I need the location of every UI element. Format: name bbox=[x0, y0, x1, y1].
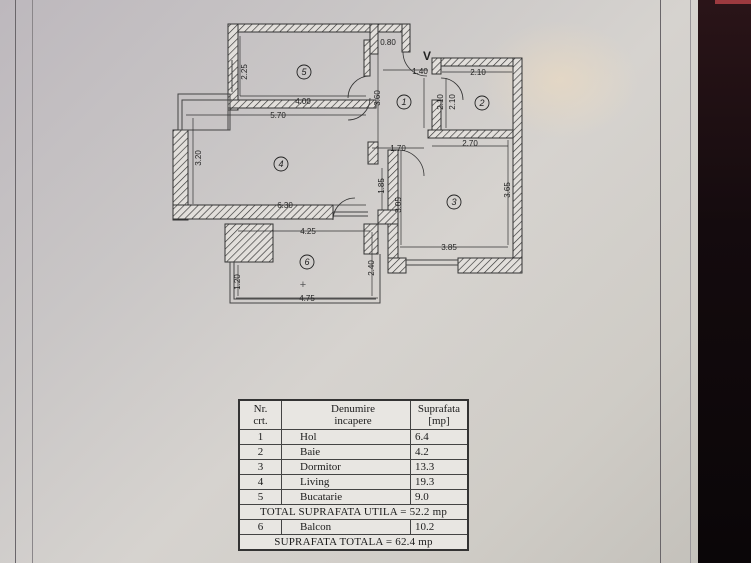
light-glare bbox=[480, 20, 640, 140]
dim-1-70: 1.70 bbox=[390, 144, 406, 153]
row-name: Baie bbox=[281, 444, 411, 460]
dim-4-00: 4.00 bbox=[295, 97, 311, 106]
room-4-label: 4 bbox=[278, 159, 283, 169]
row-nr: 3 bbox=[238, 459, 282, 475]
table-row: 5 Bucatarie 9.0 bbox=[238, 489, 469, 505]
row-area: 19.3 bbox=[410, 474, 469, 490]
row-name: Dormitor bbox=[281, 459, 411, 475]
dim-3-65: 3.65 bbox=[503, 182, 512, 198]
dim-1-85: 1.85 bbox=[377, 178, 386, 194]
row-name: Bucatarie bbox=[281, 489, 411, 505]
total-area: SUPRAFATA TOTALA = 62.4 mp bbox=[238, 534, 469, 551]
page-edge-line-right bbox=[660, 0, 661, 563]
room-2-label: 2 bbox=[478, 98, 484, 108]
dim-3-85: 3.85 bbox=[441, 243, 457, 252]
row-name: Hol bbox=[281, 429, 411, 445]
dim-2-70: 2.70 bbox=[462, 139, 478, 148]
table-row: 4 Living 19.3 bbox=[238, 474, 469, 490]
dim-4-25: 4.25 bbox=[300, 227, 316, 236]
dim-2-10-top: 2.10 bbox=[470, 68, 486, 77]
dim-2-10-left: 2.10 bbox=[436, 94, 445, 110]
total-row: SUPRAFATA TOTALA = 62.4 mp bbox=[238, 534, 469, 551]
row-name: Balcon bbox=[281, 519, 411, 535]
dim-5-70: 5.70 bbox=[270, 111, 286, 120]
dim-3-60: 3.60 bbox=[373, 90, 382, 106]
dim-1-40: 1.40 bbox=[412, 67, 428, 76]
dim-3-20: 3.20 bbox=[194, 150, 203, 166]
table-row: 6 Balcon 10.2 bbox=[238, 519, 469, 535]
dim-2-25: 2.25 bbox=[240, 64, 249, 80]
monitor-bezel bbox=[698, 0, 751, 563]
entrance-arrow-icon: V bbox=[423, 49, 431, 63]
crosshair-icon: + bbox=[300, 279, 306, 291]
room-1-label: 1 bbox=[401, 97, 406, 107]
walls bbox=[172, 23, 523, 274]
header-nr: Nr.crt. bbox=[238, 399, 282, 430]
row-area: 6.4 bbox=[410, 429, 469, 445]
dim-6-30: 6.30 bbox=[277, 201, 293, 210]
total-utila-row: TOTAL SUPRAFATA UTILA = 52.2 mp bbox=[238, 504, 469, 520]
page-edge-line-left bbox=[15, 0, 16, 563]
dim-2-10-right: 2.10 bbox=[448, 94, 457, 110]
row-nr: 4 bbox=[238, 474, 282, 490]
room-5-label: 5 bbox=[301, 67, 307, 77]
header-area: Suprafata[mp] bbox=[410, 399, 469, 430]
floor-plan: 5 1 2 3 4 6 V + 0.80 1.40 2.10 4.00 5.70… bbox=[172, 23, 523, 304]
page-edge-line-left-inner bbox=[32, 0, 33, 563]
dim-3-05: 3.05 bbox=[394, 197, 403, 213]
row-area: 9.0 bbox=[410, 489, 469, 505]
row-nr: 6 bbox=[238, 519, 282, 535]
page-edge-line-right-outer bbox=[690, 0, 691, 563]
row-name: Living bbox=[281, 474, 411, 490]
table-row: 1 Hol 6.4 bbox=[238, 429, 469, 445]
row-nr: 5 bbox=[238, 489, 282, 505]
row-area: 10.2 bbox=[410, 519, 469, 535]
monitor-taskbar-edge bbox=[715, 0, 751, 4]
row-nr: 2 bbox=[238, 444, 282, 460]
total-utila: TOTAL SUPRAFATA UTILA = 52.2 mp bbox=[238, 504, 469, 520]
dim-4-75: 4.75 bbox=[299, 294, 315, 303]
table-row: 2 Baie 4.2 bbox=[238, 444, 469, 460]
table-row: 3 Dormitor 13.3 bbox=[238, 459, 469, 475]
room-6-label: 6 bbox=[304, 257, 309, 267]
row-area: 4.2 bbox=[410, 444, 469, 460]
dim-1-20: 1.20 bbox=[233, 274, 242, 290]
room-3-label: 3 bbox=[451, 197, 456, 207]
row-nr: 1 bbox=[238, 429, 282, 445]
dim-0-80: 0.80 bbox=[380, 38, 396, 47]
row-area: 13.3 bbox=[410, 459, 469, 475]
dim-2-40: 2.40 bbox=[367, 260, 376, 276]
